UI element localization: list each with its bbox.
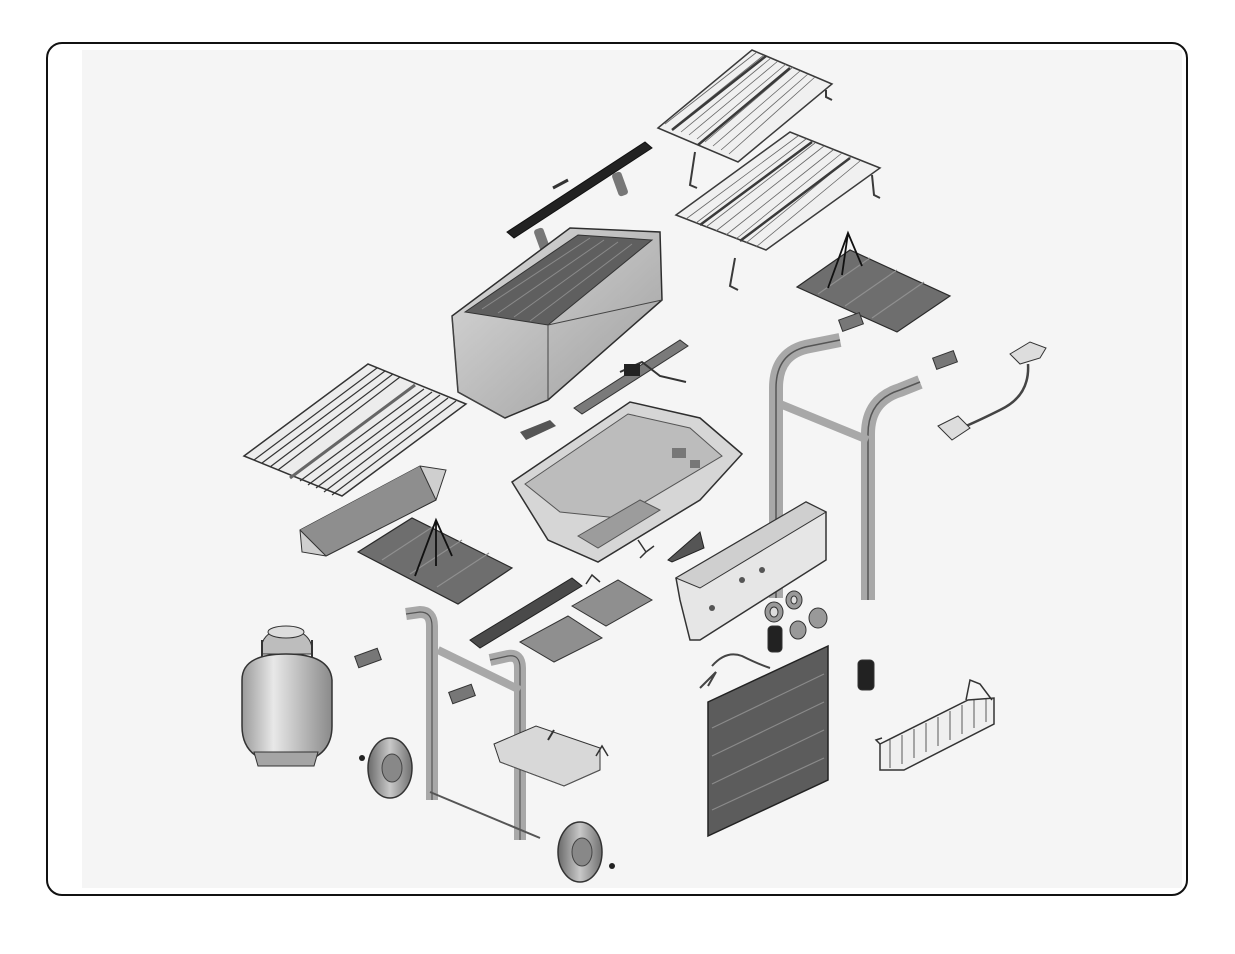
grill-exploded-diagram (0, 0, 1235, 954)
